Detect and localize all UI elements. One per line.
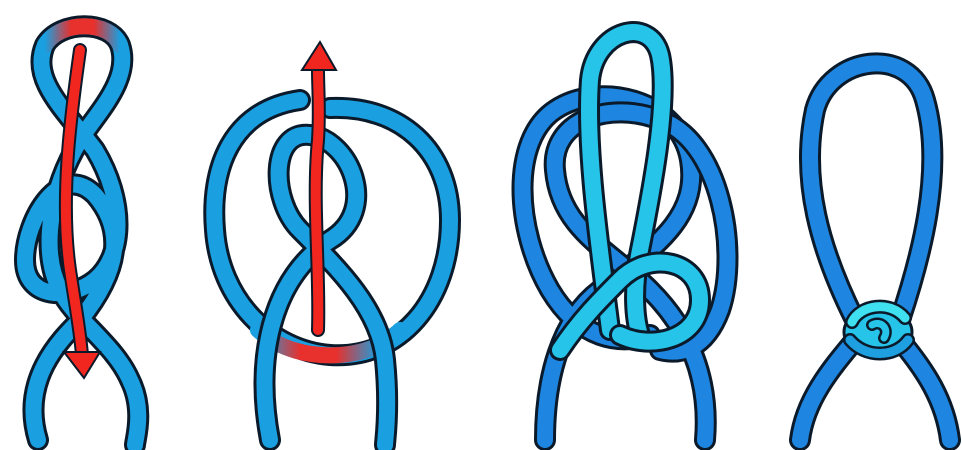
step-1-arrowhead [64,352,100,378]
step-3-dress-knot [523,32,728,440]
step-1-figure-eight [25,26,138,445]
step-2-standing-part [265,135,388,445]
step-4-finished-knot [800,63,950,440]
step-2-arrowhead [302,42,336,70]
step-2-arrow-body [316,70,319,330]
step-2-loop-through [214,42,450,445]
